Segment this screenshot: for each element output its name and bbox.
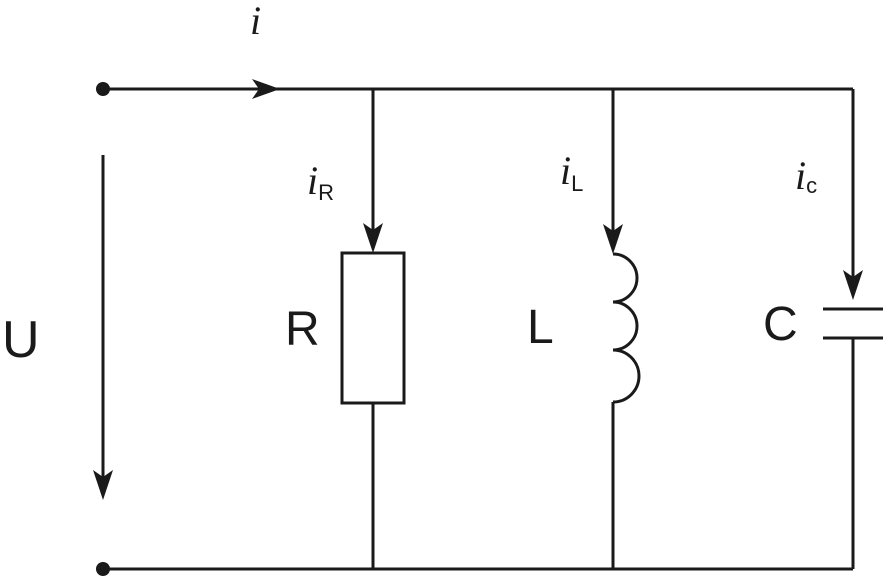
capacitor-label: C [763,298,798,351]
capacitor-current-label: ic [795,153,817,198]
inductor-coil [612,252,641,404]
inductor-current-label: iL [560,148,583,196]
total-current-arrow [252,79,280,99]
total-current-label: i [250,0,261,43]
resistor-branch [340,89,406,569]
resistor-symbol [340,251,406,405]
resistor-current-label: iR [307,158,334,205]
resistor-label: R [285,303,320,356]
inductor-label: L [527,301,554,354]
inductor-branch [603,89,641,569]
voltage-label: U [2,311,40,369]
voltage-arrow [93,155,113,500]
capacitor-branch [823,89,883,569]
